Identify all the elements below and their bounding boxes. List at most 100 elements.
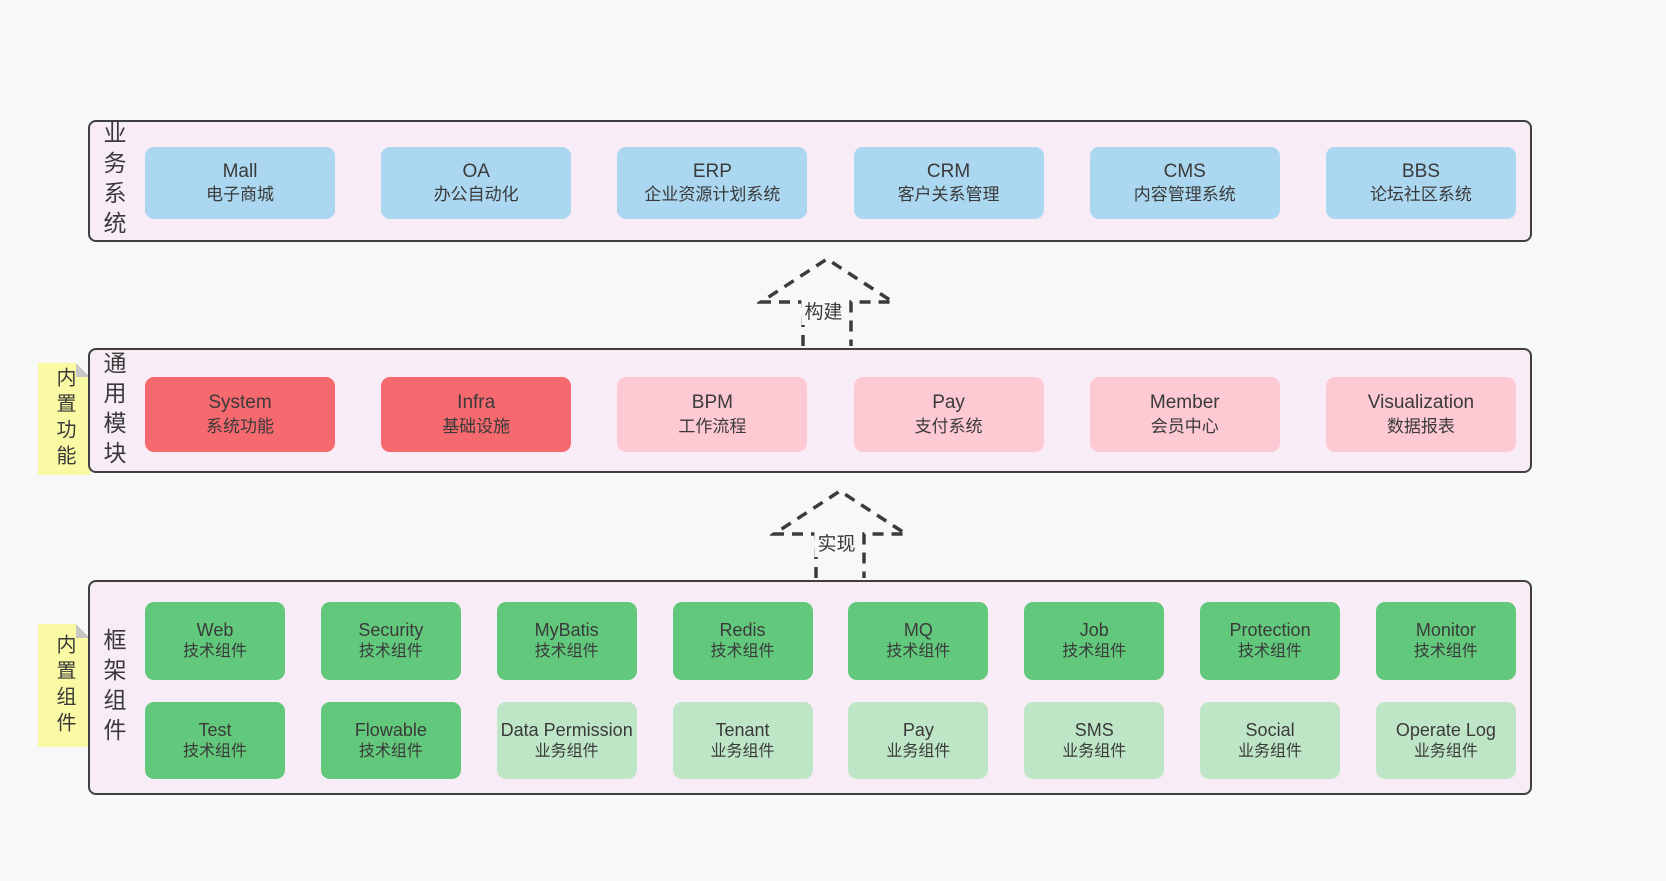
implement-arrow-label: 实现 — [814, 528, 859, 557]
box-title: MQ — [903, 620, 933, 641]
sticky-note-label: 内置功能 — [53, 367, 75, 471]
box-subtitle: 技术组件 — [358, 742, 423, 760]
common-modules-layer: 通用模块 System 系统功能 Infra 基础设施 BPM 工作流程 Pay… — [88, 348, 1532, 473]
box-cms: CMS 内容管理系统 — [1089, 147, 1280, 219]
box-subtitle: 业务组件 — [886, 742, 951, 760]
box-subtitle: 业务组件 — [1238, 742, 1303, 760]
box-pay-component: Pay 业务组件 — [848, 702, 989, 779]
build-arrow: 构建 — [757, 256, 897, 346]
box-subtitle: 支付系统 — [914, 416, 983, 436]
box-title: Tenant — [715, 719, 770, 740]
box-title: MyBatis — [534, 620, 599, 641]
implement-arrow: 实现 — [770, 488, 910, 578]
box-title: Test — [198, 719, 232, 740]
box-system: System 系统功能 — [145, 377, 335, 452]
box-subtitle: 数据报表 — [1386, 416, 1455, 436]
box-erp: ERP 企业资源计划系统 — [617, 147, 808, 219]
sticky-note-built-in-components: 内置组件 — [38, 624, 90, 747]
box-subtitle: 技术组件 — [1238, 643, 1303, 661]
common-modules-row: System 系统功能 Infra 基础设施 BPM 工作流程 Pay 支付系统… — [145, 377, 1516, 452]
box-monitor: Monitor 技术组件 — [1375, 602, 1516, 680]
business-systems-layer: 业务系统 Mall 电子商城 OA 办公自动化 ERP 企业资源计划系统 CRM… — [88, 120, 1532, 242]
layer-label-business: 业务系统 — [100, 121, 126, 241]
box-title: Protection — [1229, 620, 1311, 641]
box-subtitle: 内容管理系统 — [1133, 185, 1236, 205]
box-title: Data Permission — [500, 719, 633, 740]
box-subtitle: 技术组件 — [358, 643, 423, 661]
box-title: BPM — [691, 392, 733, 414]
box-crm: CRM 客户关系管理 — [853, 147, 1044, 219]
box-social: Social 业务组件 — [1200, 702, 1341, 779]
box-title: SMS — [1074, 719, 1114, 740]
box-title: Monitor — [1415, 620, 1476, 641]
box-mybatis: MyBatis 技术组件 — [496, 602, 637, 680]
box-security: Security 技术组件 — [320, 602, 461, 680]
box-title: Pay — [902, 719, 934, 740]
box-title: Operate Log — [1395, 719, 1496, 740]
box-subtitle: 技术组件 — [182, 742, 247, 760]
layer-label-modules: 通用模块 — [100, 350, 126, 471]
box-title: BBS — [1401, 160, 1440, 182]
box-operate-log: Operate Log 业务组件 — [1375, 702, 1516, 779]
box-subtitle: 业务组件 — [534, 742, 599, 760]
framework-components-row-1: Web 技术组件 Security 技术组件 MyBatis 技术组件 Redi… — [145, 602, 1516, 680]
box-mall: Mall 电子商城 — [145, 147, 335, 219]
box-web: Web 技术组件 — [145, 602, 285, 680]
box-subtitle: 技术组件 — [182, 643, 247, 661]
box-oa: OA 办公自动化 — [381, 147, 572, 219]
box-job: Job 技术组件 — [1024, 602, 1165, 680]
box-subtitle: 技术组件 — [886, 643, 951, 661]
sticky-note-built-in-features: 内置功能 — [38, 363, 90, 475]
box-pay-module: Pay 支付系统 — [853, 377, 1044, 452]
box-title: Security — [358, 620, 424, 641]
box-subtitle: 业务组件 — [1413, 742, 1478, 760]
box-title: CRM — [926, 160, 971, 182]
framework-components-row-2: Test 技术组件 Flowable 技术组件 Data Permission … — [145, 702, 1516, 779]
sticky-note-label: 内置组件 — [53, 633, 75, 738]
box-subtitle: 技术组件 — [534, 643, 599, 661]
box-subtitle: 会员中心 — [1150, 416, 1219, 436]
box-bbs: BBS 论坛社区系统 — [1325, 147, 1516, 219]
box-sms: SMS 业务组件 — [1024, 702, 1165, 779]
box-flowable: Flowable 技术组件 — [320, 702, 461, 779]
box-title: Mall — [222, 160, 258, 182]
box-subtitle: 办公自动化 — [433, 185, 519, 205]
box-title: Social — [1245, 719, 1295, 740]
framework-components-layer: 框架组件 Web 技术组件 Security 技术组件 MyBatis 技术组件… — [88, 580, 1532, 795]
box-bpm: BPM 工作流程 — [617, 377, 808, 452]
box-data-permission: Data Permission 业务组件 — [496, 702, 637, 779]
box-member: Member 会员中心 — [1089, 377, 1280, 452]
box-title: Pay — [932, 392, 965, 414]
box-title: Infra — [457, 392, 496, 414]
box-title: Visualization — [1367, 392, 1475, 414]
box-mq: MQ 技术组件 — [848, 602, 989, 680]
box-subtitle: 基础设施 — [442, 416, 511, 436]
box-subtitle: 系统功能 — [206, 416, 274, 436]
box-title: System — [208, 392, 272, 414]
box-title: Redis — [719, 620, 766, 641]
box-title: Member — [1149, 392, 1220, 414]
box-visualization: Visualization 数据报表 — [1325, 377, 1516, 452]
box-test: Test 技术组件 — [145, 702, 285, 779]
build-arrow-label: 构建 — [801, 296, 846, 325]
box-tenant: Tenant 业务组件 — [672, 702, 813, 779]
box-subtitle: 业务组件 — [1062, 742, 1127, 760]
box-subtitle: 论坛社区系统 — [1369, 185, 1472, 205]
box-subtitle: 业务组件 — [710, 742, 775, 760]
box-subtitle: 工作流程 — [678, 416, 747, 436]
box-infra: Infra 基础设施 — [381, 377, 572, 452]
box-title: OA — [462, 160, 490, 182]
box-redis: Redis 技术组件 — [672, 602, 813, 680]
box-subtitle: 技术组件 — [1413, 643, 1478, 661]
layer-label-components: 框架组件 — [100, 627, 126, 748]
box-title: Flowable — [354, 719, 427, 740]
box-subtitle: 电子商城 — [206, 185, 274, 205]
box-title: Web — [196, 620, 234, 641]
box-subtitle: 技术组件 — [1062, 643, 1127, 661]
box-subtitle: 客户关系管理 — [897, 185, 1000, 205]
business-systems-row: Mall 电子商城 OA 办公自动化 ERP 企业资源计划系统 CRM 客户关系… — [145, 147, 1516, 219]
box-subtitle: 企业资源计划系统 — [644, 185, 781, 205]
box-title: Job — [1079, 620, 1109, 641]
box-title: CMS — [1163, 160, 1206, 182]
